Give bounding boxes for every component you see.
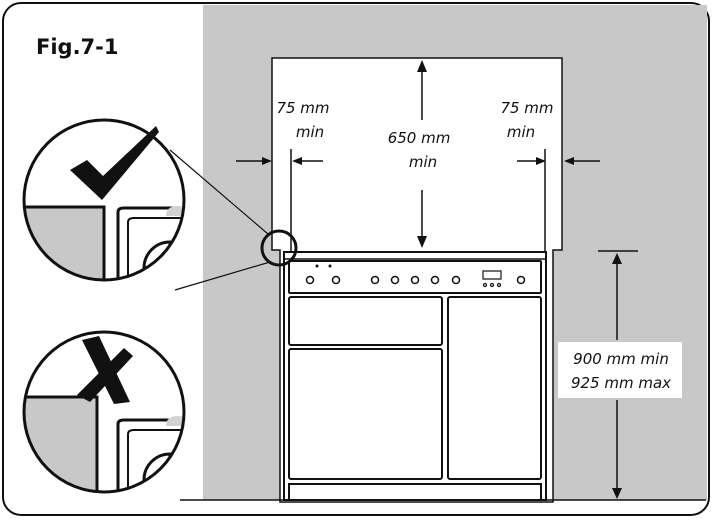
top-left-oven-door [288,296,443,346]
right-oven-door [447,296,542,480]
right-gap-value: 75 mm [500,99,553,117]
callout-line-top [169,149,269,235]
top-gap-value: 650 mm [388,129,451,147]
figure-title: Fig.7-1 [36,35,119,59]
callout-line-bottom [174,261,271,291]
left-gap-value: 75 mm [276,99,329,117]
main-oven-door [288,348,443,480]
cross-mark-icon [77,336,133,404]
height-min-label: 900 mm min [573,350,669,368]
height-label-box [558,342,682,398]
check-mark-icon [70,126,159,200]
magnifier-ring [260,229,298,267]
plinth [288,483,542,501]
left-gap-qualifier: min [296,123,324,141]
indicator-lights [315,264,332,268]
control-knobs [305,275,526,285]
height-max-label: 925 mm max [571,374,671,392]
clock-display [482,270,502,288]
range-cooker [283,251,547,501]
top-gap-qualifier: min [409,153,437,171]
side-clearance-arrows [236,149,600,252]
right-gap-qualifier: min [507,123,535,141]
top-clearance-arrow [417,60,427,248]
height-dimension [598,250,638,499]
incorrect-detail [22,330,186,494]
